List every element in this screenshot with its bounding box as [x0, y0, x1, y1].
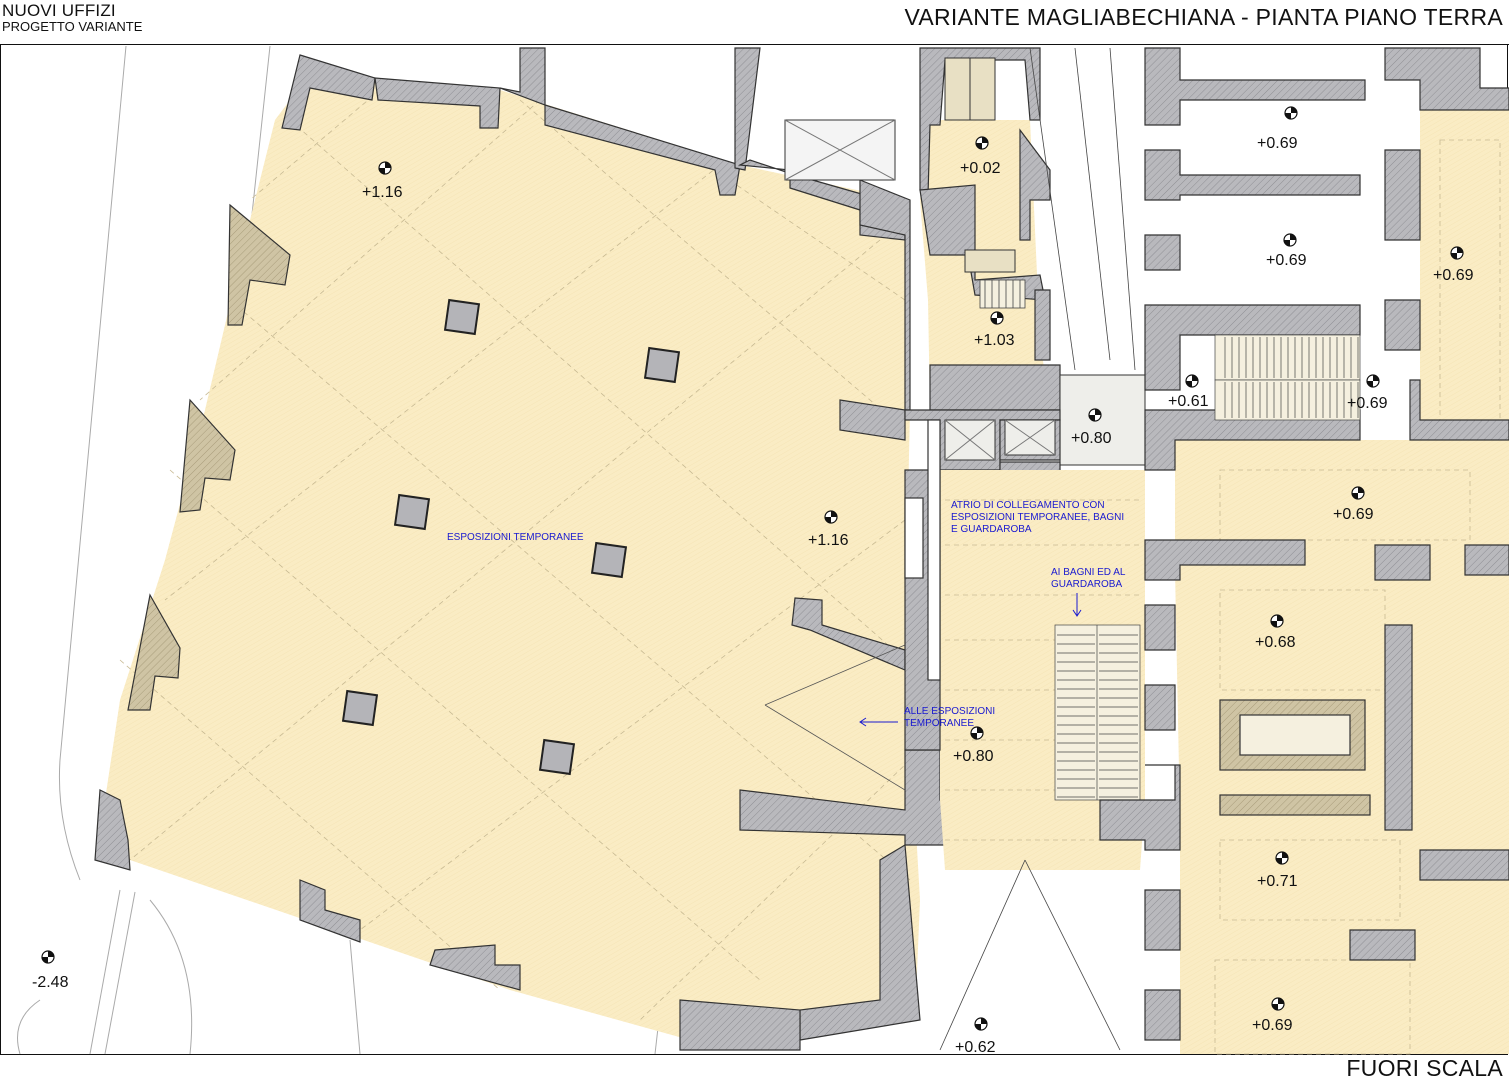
column [443, 298, 481, 336]
elevation-marker-icon [1366, 374, 1380, 388]
elevation-marker-icon [1351, 486, 1365, 500]
elevation-room-ne-mid: +0.69 [1266, 252, 1307, 269]
note-atrium-3: E GUARDAROBA [951, 524, 1032, 535]
elevation-marker-icon [1270, 614, 1284, 628]
ramp-lines [764, 644, 906, 791]
elevation-marker-icon [1275, 851, 1289, 865]
project-subtitle: PROGETTO VARIANTE [2, 19, 143, 34]
elevation-main-hall-east: +1.16 [808, 532, 849, 549]
note-main-hall: ESPOSIZIONI TEMPORANEE [447, 532, 584, 543]
east-floor-far [1420, 110, 1509, 440]
main-stair [1054, 624, 1141, 801]
main-hall-walls [94, 47, 971, 1051]
note-atrium-1: ATRIO DI COLLEGAMENTO CON [951, 500, 1105, 511]
note-to-exhibits-2: TEMPORANEE [904, 718, 974, 729]
elevation-stair-right: +0.69 [1347, 395, 1388, 412]
elevation-room-e-bottom: +0.69 [1252, 1017, 1293, 1034]
columns [341, 298, 681, 776]
elevation-main-hall-north: +1.16 [362, 184, 403, 201]
west-facade-piers [127, 203, 291, 711]
elevation-street: -2.48 [32, 974, 69, 991]
elevation-room-e-068: +0.68 [1255, 634, 1296, 651]
east-stair [1214, 334, 1361, 421]
elevation-marker-icon [975, 136, 989, 150]
project-title: NUOVI UFFIZI [2, 1, 116, 20]
column [643, 346, 681, 384]
elevation-marker-icon [1284, 106, 1298, 120]
column [590, 541, 628, 579]
ceiling-grid [119, 89, 911, 1021]
elevation-stair-left: +0.61 [1168, 393, 1209, 410]
elevation-marker-icon [1088, 408, 1102, 422]
column [341, 689, 379, 727]
service-stair [979, 279, 1026, 309]
elevation-marker-icon [378, 161, 392, 175]
elevation-marker-icon [970, 726, 984, 740]
entrance-hall-floor [1059, 374, 1146, 466]
toilet-walls [919, 47, 1061, 411]
elevation-room-ne-top: +0.69 [1257, 135, 1298, 152]
elevation-service-stair: +1.03 [974, 332, 1015, 349]
elevation-marker-icon [974, 1017, 988, 1031]
elevation-corridor-east: +0.69 [1333, 506, 1374, 523]
main-hall-floor [105, 78, 920, 1040]
note-to-toilets-1: AI BAGNI ED AL [1051, 567, 1126, 578]
elevation-marker-icon [1271, 997, 1285, 1011]
elevation-marker-icon [1450, 246, 1464, 260]
scale-label: FUORI SCALA [1346, 1055, 1503, 1081]
elevation-courtyard: +0.62 [955, 1039, 996, 1056]
inner-stair [1219, 699, 1371, 816]
elevation-entrance-hall: +0.80 [1071, 430, 1112, 447]
note-atrium-2: ESPOSIZIONI TEMPORANEE, BAGNI [951, 512, 1124, 523]
elevation-room-e-071: +0.71 [1257, 873, 1298, 890]
east-walls [1099, 47, 1509, 1041]
elevation-marker-icon [990, 311, 1004, 325]
elevation-marker-icon [1185, 374, 1199, 388]
column [538, 738, 576, 776]
column [393, 493, 431, 531]
elevation-marker-icon [824, 510, 838, 524]
sheet-title: VARIANTE MAGLIABECHIANA - PIANTA PIANO T… [904, 4, 1503, 30]
atrium-walls [904, 419, 941, 751]
courtyard-lines [939, 47, 1136, 1051]
elevation-toilets: +0.02 [960, 160, 1001, 177]
elevation-marker-icon [41, 950, 55, 964]
elevation-atrium: +0.80 [953, 748, 994, 765]
elevation-room-e-far: +0.69 [1433, 267, 1474, 284]
note-to-exhibits-1: ALLE ESPOSIZIONI [904, 706, 995, 717]
note-to-toilets-2: GUARDAROBA [1051, 579, 1122, 590]
sink-counter [964, 249, 1016, 273]
elevation-marker-icon [1283, 233, 1297, 247]
direction-arrows [859, 593, 1082, 727]
